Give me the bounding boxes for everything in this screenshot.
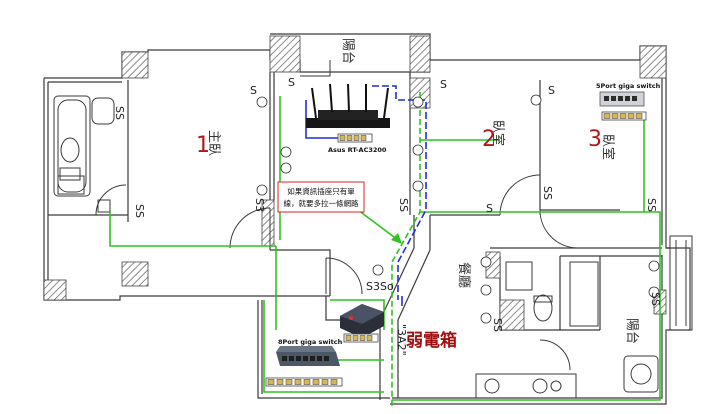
callout-box: 如果資訊插座只有單 線，就要多拉一條網路 bbox=[277, 181, 365, 213]
device-labels: Asus RT-AC3200 5Port giga switch 8Port g… bbox=[278, 82, 661, 351]
wall-hatching bbox=[43, 35, 667, 331]
room-2-label: 臥室 bbox=[490, 120, 506, 146]
callout-arrow bbox=[357, 209, 399, 241]
marker-ss: SS bbox=[649, 292, 662, 306]
router-label: Asus RT-AC3200 bbox=[328, 146, 387, 154]
room-master-number: 1 bbox=[196, 133, 210, 158]
router-device bbox=[306, 83, 390, 143]
room-3-label: 臥室 bbox=[600, 134, 616, 160]
marker-ss: SS bbox=[397, 198, 410, 212]
modem-device bbox=[340, 304, 384, 343]
cables bbox=[109, 85, 661, 406]
room-2-number: 2 bbox=[482, 127, 496, 152]
switch-8port-label: 8Port giga switch bbox=[278, 338, 343, 346]
marker-s: S bbox=[548, 84, 555, 97]
marker-s3so: S3So bbox=[366, 280, 394, 293]
doors bbox=[95, 60, 579, 371]
marker-s: S bbox=[486, 202, 493, 215]
marker-ss: SS bbox=[113, 106, 126, 120]
marker-s: S bbox=[288, 76, 295, 89]
dining-label: 餐廳 bbox=[456, 262, 472, 288]
balcony-top-label: 陽台 bbox=[340, 38, 355, 64]
marker-ss: SS bbox=[541, 186, 554, 200]
marker-ss: SS bbox=[491, 318, 504, 332]
marker-ss: SS bbox=[133, 204, 146, 218]
marker-s3: S3 bbox=[253, 198, 266, 212]
marker-s: S bbox=[250, 84, 257, 97]
switch-8port bbox=[265, 346, 343, 387]
switch-5port-label: 5Port giga switch bbox=[596, 82, 661, 90]
cabinet-label: 弱電箱 bbox=[406, 330, 457, 351]
room-master-label: 主臥 bbox=[206, 130, 221, 156]
marker-labels: S S S S S SS SS SS SS SS SS SS S3 S3So "… bbox=[113, 76, 662, 356]
callout-line1: 如果資訊插座只有單 bbox=[287, 186, 355, 196]
balcony-right-label: 陽台 bbox=[624, 318, 639, 344]
switch-5port bbox=[599, 91, 647, 121]
callout-line2: 線，就要多拉一條網路 bbox=[284, 198, 359, 208]
socket-symbols bbox=[256, 94, 660, 324]
fixtures bbox=[53, 95, 693, 399]
marker-s: S bbox=[440, 78, 447, 91]
room-3-number: 3 bbox=[588, 127, 602, 152]
room-labels: 1 主臥 2 臥室 3 臥室 陽台 陽台 餐廳 bbox=[196, 38, 639, 344]
marker-ss: SS bbox=[645, 198, 658, 212]
marker-3a2: "3A2" bbox=[395, 324, 408, 356]
